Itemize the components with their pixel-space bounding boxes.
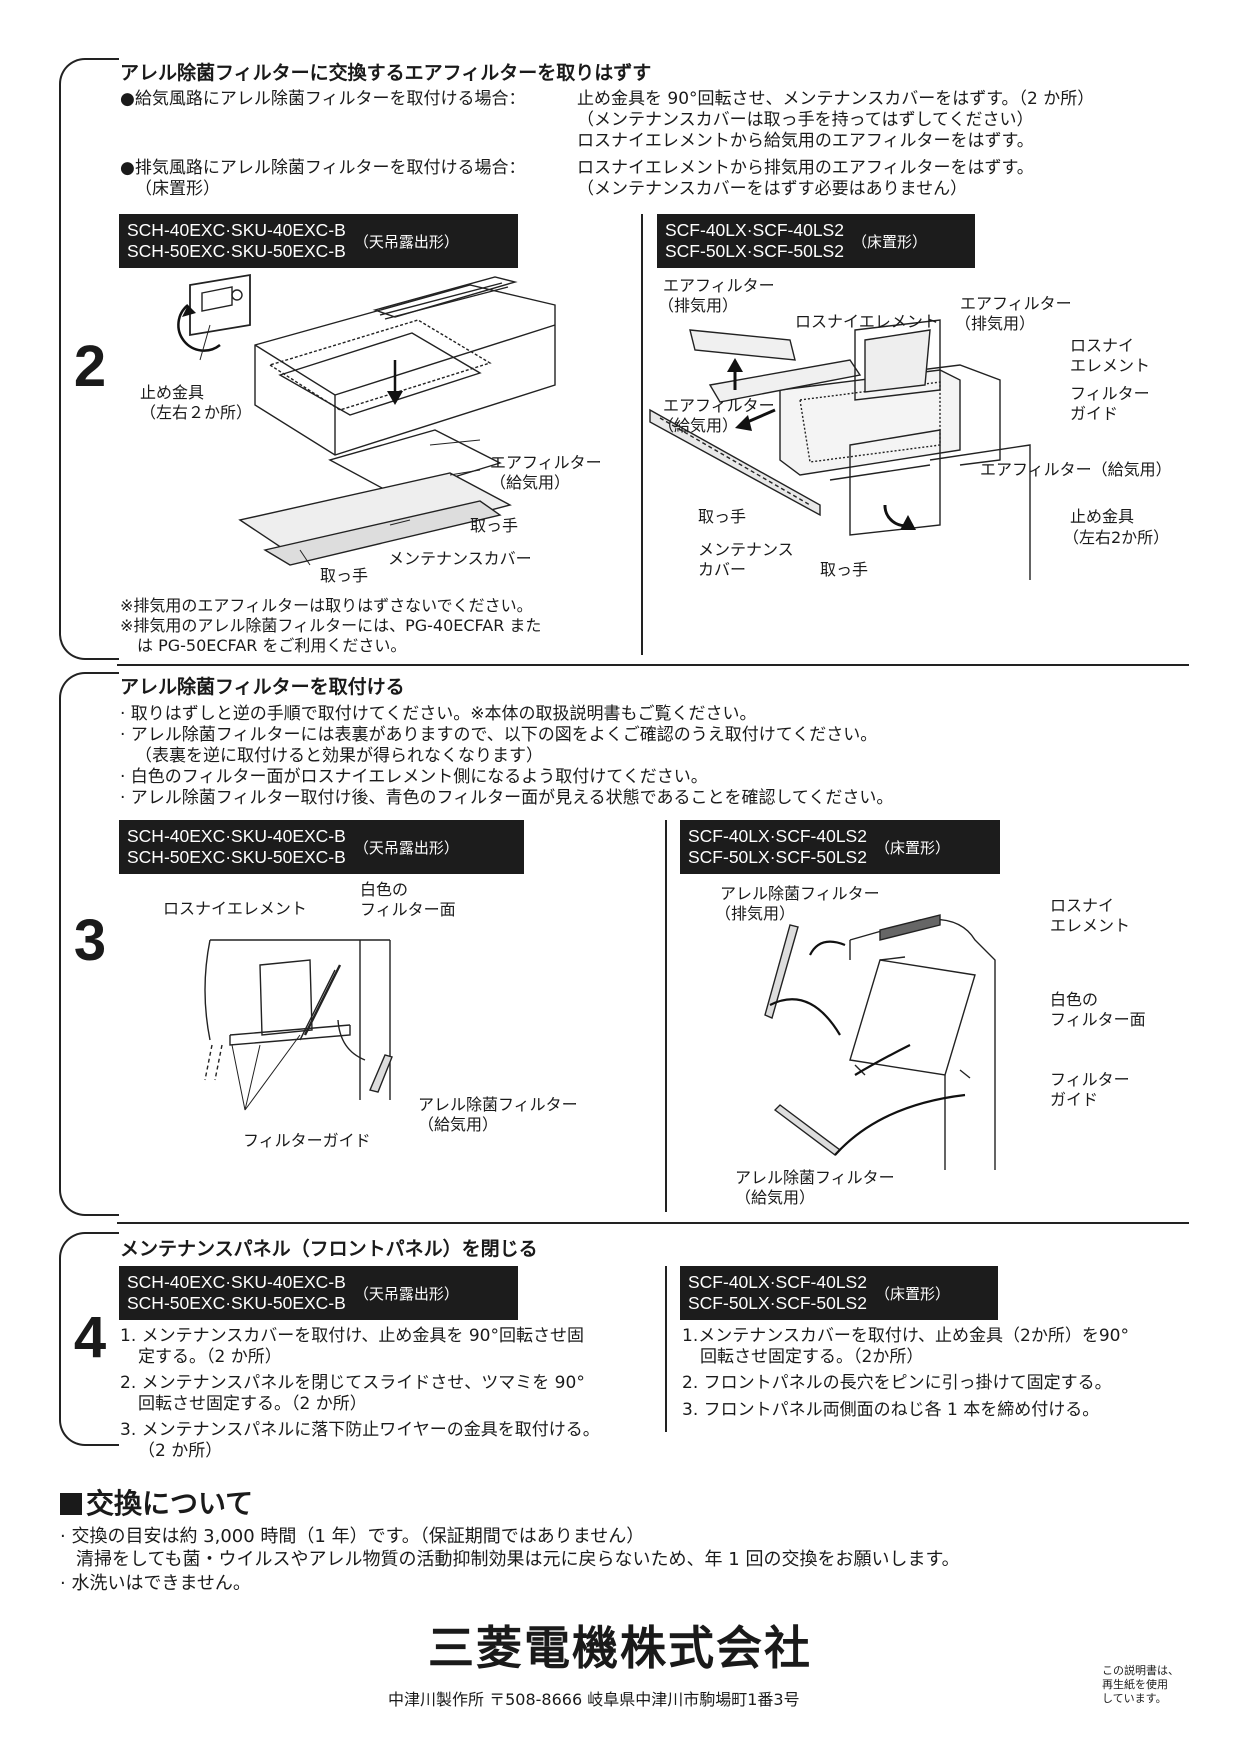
square-bullet-icon xyxy=(60,1493,82,1515)
company-address: 中津川製作所 〒508-8666 岐阜県中津川市駒場町1番3号 xyxy=(388,1690,800,1709)
step-2-divider xyxy=(641,214,643,655)
label-af-exhaust-2: エアフィルター xyxy=(960,294,1072,313)
label-white-sub: フィルター面 xyxy=(360,900,456,919)
step-4-left-item: （2 か所） xyxy=(138,1441,223,1461)
label-cover: メンテナンスカバー xyxy=(388,549,532,568)
step-3-divider xyxy=(665,820,667,1212)
model-badge-floor: SCF-40LX·SCF-40LS2 SCF-50LX·SCF-50LS2 （床… xyxy=(657,214,975,268)
label-white-sub: フィルター面 xyxy=(1050,1010,1146,1029)
step-4-right-item: 3. フロントパネル両側面のねじ各 1 本を締め付ける。 xyxy=(682,1400,1100,1420)
replacement-heading: 交換について xyxy=(60,1482,253,1522)
step-3-line: · 白色のフィルター面がロスナイエレメント側になるよう取付けてください。 xyxy=(120,767,708,787)
label-af-exhaust: エアフィルター xyxy=(663,276,775,295)
model-badge-ceiling: SCH-40EXC·SKU-40EXC-B SCH-50EXC·SKU-50EX… xyxy=(119,1266,518,1320)
label-af-exhaust-sub: （排気用） xyxy=(658,296,739,315)
label-af-supply-2: エアフィルター（給気用） xyxy=(980,460,1172,479)
label-af-supply: エアフィルター xyxy=(663,396,775,415)
label-stopper-sub: （左右2か所） xyxy=(1063,528,1170,547)
step-4-title: メンテナンスパネル（フロントパネル）を閉じる xyxy=(120,1238,538,1260)
label-white: 白色の xyxy=(360,880,409,899)
note: ※排気用のアレル除菌フィルターには、PG-40ECFAR また xyxy=(120,616,542,635)
company-name: 三菱電機株式会社 xyxy=(428,1621,812,1675)
step-number: 3 xyxy=(73,908,107,973)
model-badge-floor: SCF-40LX·SCF-40LS2 SCF-50LX·SCF-50LS2 （床… xyxy=(680,1266,998,1320)
exhaust-line: ロスナイエレメントから排気用のエアフィルターをはずす。 xyxy=(577,158,1034,178)
label-guide: フィルターガイド xyxy=(243,1131,371,1150)
label-handle: 取っ手 xyxy=(820,560,869,579)
model-badge-floor: SCF-40LX·SCF-40LS2 SCF-50LX·SCF-50LS2 （床… xyxy=(680,820,1000,874)
floor-filter-diagram xyxy=(764,914,996,1170)
supply-line: （メンテナンスカバーは取っ手を持ってはずしてください） xyxy=(577,110,1034,130)
step-4-right-item: 回転させ固定する。（2か所） xyxy=(700,1347,924,1367)
step-4-right-item: 2. フロントパネルの長穴をピンに引っ掛けて固定する。 xyxy=(682,1373,1112,1393)
step-4-right-item: 1.メンテナンスカバーを取付け、止め金具（2か所）を90° xyxy=(682,1326,1129,1346)
label-handle: 取っ手 xyxy=(470,516,519,535)
divider-3-4 xyxy=(117,1222,1189,1224)
step-4-left-item: 2. メンテナンスパネルを閉じてスライドさせ、ツマミを 90° xyxy=(120,1373,585,1393)
step-3-line: （表裏を逆に取付けると効果が得られなくなります） xyxy=(135,746,543,766)
label-af-supply-sub: （給気用） xyxy=(658,416,739,435)
ceiling-unit-illustration xyxy=(177,273,556,566)
label-white: 白色の xyxy=(1050,990,1099,1009)
step-4-divider xyxy=(665,1266,667,1432)
label-lossnay-2: ロスナイ xyxy=(1070,336,1135,355)
ceiling-filter-diagram xyxy=(204,939,393,1111)
exhaust-line: （メンテナンスカバーをはずす必要はありません） xyxy=(577,179,968,199)
divider-2-3 xyxy=(117,664,1189,666)
supply-line: ロスナイエレメントから給気用のエアフィルターをはずす。 xyxy=(577,131,1034,151)
label-cover: メンテナンス xyxy=(698,540,794,559)
step-4-left-item: 1. メンテナンスカバーを取付け、止め金具を 90°回転させ固 xyxy=(120,1326,584,1346)
label-guide: フィルター xyxy=(1050,1070,1130,1089)
model-badge-ceiling: SCH-40EXC·SKU-40EXC-B SCH-50EXC·SKU-50EX… xyxy=(119,820,524,874)
step-2-title: アレル除菌フィルターに交換するエアフィルターを取りはずす xyxy=(120,62,652,84)
step-2-bracket: 2 xyxy=(59,58,119,660)
exhaust-case-label: ●排気風路にアレル除菌フィルターを取付ける場合： xyxy=(120,158,526,178)
step-3-title: アレル除菌フィルターを取付ける xyxy=(120,676,405,698)
label-lossnay: ロスナイエレメント xyxy=(795,312,939,331)
step-3-line: · 取りはずしと逆の手順で取付けてください。※本体の取扱説明書もご覧ください。 xyxy=(120,704,757,724)
label-handle: 取っ手 xyxy=(698,507,747,526)
label-handle: 取っ手 xyxy=(320,566,369,585)
step-number: 4 xyxy=(73,1305,107,1370)
label-stopper-sub: （左右２か所） xyxy=(140,403,253,422)
label-lossnay-2-sub: エレメント xyxy=(1070,356,1151,375)
step-number: 2 xyxy=(73,334,107,399)
label-air-filter-sub: （給気用） xyxy=(490,473,571,492)
replacement-line: · 水洗いはできません。 xyxy=(60,1573,251,1594)
step-4-left-item: 回転させ固定する。（2 か所） xyxy=(138,1394,367,1414)
label-af-exhaust-2-sub: （排気用） xyxy=(955,314,1036,333)
label-allergen: アレル除菌フィルター xyxy=(418,1095,578,1114)
label-stopper: 止め金具 xyxy=(1070,507,1135,526)
label-allergen-exhaust-sub: （排気用） xyxy=(715,904,796,923)
model-badge-ceiling: SCH-40EXC·SKU-40EXC-B SCH-50EXC·SKU-50EX… xyxy=(119,214,518,268)
note: は PG-50ECFAR をご利用ください。 xyxy=(137,636,407,655)
exhaust-case-sub: （床置形） xyxy=(135,179,220,199)
replacement-line: 清掃をしても菌・ウイルスやアレル物質の活動抑制効果は元に戻らないため、年 1 回… xyxy=(76,1549,960,1570)
label-stopper: 止め金具 xyxy=(140,383,205,402)
label-cover-sub: カバー xyxy=(698,560,747,579)
label-allergen-sub: （給気用） xyxy=(418,1115,499,1134)
step-4-left-item: 3. メンテナンスパネルに落下防止ワイヤーの金具を取付ける。 xyxy=(120,1420,600,1440)
floor-unit-illustration xyxy=(649,319,1031,580)
label-lossnay-sub: エレメント xyxy=(1050,916,1131,935)
label-allergen-supply: アレル除菌フィルター xyxy=(735,1168,895,1187)
label-lossnay: ロスナイ xyxy=(1050,896,1115,915)
step-3-bracket: 3 xyxy=(59,672,119,1216)
recycle-note: この説明書は、 再生紙を使用 しています。 xyxy=(1102,1664,1179,1705)
step-3-line: · アレル除菌フィルターには表裏がありますので、以下の図をよくご確認のうえ取付け… xyxy=(120,725,878,745)
note: ※排気用のエアフィルターは取りはずさないでください。 xyxy=(120,596,533,615)
label-air-filter: エアフィルター xyxy=(490,453,602,472)
label-filter-guide-sub: ガイド xyxy=(1070,404,1119,423)
step-3-line: · アレル除菌フィルター取付け後、青色のフィルター面が見える状態であることを確認… xyxy=(120,788,894,808)
label-guide-sub: ガイド xyxy=(1050,1090,1099,1109)
label-lossnay: ロスナイエレメント xyxy=(163,899,307,918)
supply-line: 止め金具を 90°回転させ、メンテナンスカバーをはずす。（2 か所） xyxy=(577,89,1095,109)
label-allergen-exhaust: アレル除菌フィルター xyxy=(720,884,880,903)
step-4-bracket: 4 xyxy=(59,1232,119,1446)
supply-case-label: ●給気風路にアレル除菌フィルターを取付ける場合： xyxy=(120,89,526,109)
step-4-left-item: 定する。（2 か所） xyxy=(138,1347,282,1367)
label-filter-guide: フィルター xyxy=(1070,384,1150,403)
label-allergen-supply-sub: （給気用） xyxy=(735,1188,816,1207)
replacement-line: · 交換の目安は約 3,000 時間（1 年）です。（保証期間ではありません） xyxy=(60,1526,645,1547)
